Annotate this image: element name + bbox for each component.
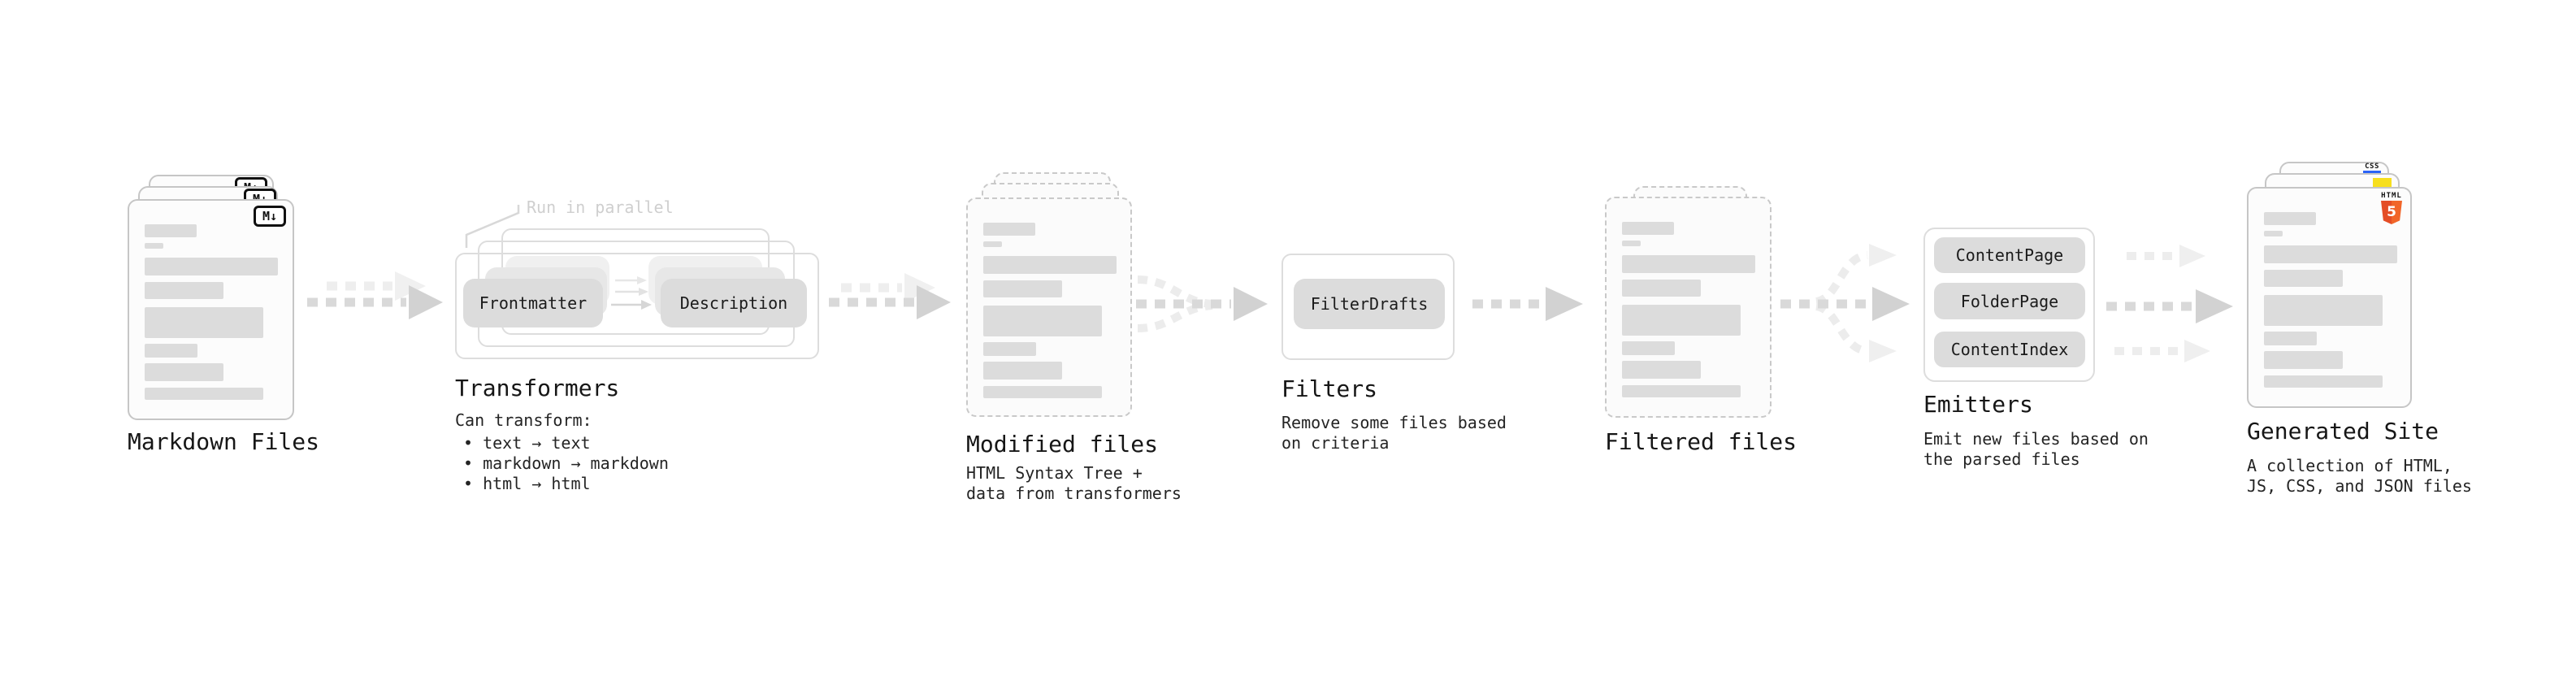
css-icon: CSS [2363, 163, 2381, 174]
text-placeholder-bar [1622, 280, 1701, 297]
text-placeholder-bar [1622, 255, 1755, 273]
text-placeholder-bar [145, 282, 223, 299]
arrow-modified-to-filters-merge [1136, 275, 1268, 332]
run-in-parallel-annotation: Run in parallel [527, 197, 674, 217]
text-placeholder-bar [983, 223, 1035, 236]
stage-title-modified-files: Modified files [966, 431, 1159, 458]
arrow-filters-to-filtered [1472, 287, 1583, 321]
stage-title-filtered-files: Filtered files [1605, 428, 1798, 455]
markdown-file-card: M↓ [128, 199, 294, 420]
transformers-bullet: • markdown → markdown [463, 453, 669, 473]
text-placeholder-bar [983, 362, 1062, 380]
run-in-parallel-callout-line [465, 205, 520, 248]
text-placeholder-bar [983, 241, 1002, 247]
filters-caption-line: on criteria [1281, 433, 1390, 453]
contentindex-pill: ContentIndex [1934, 332, 2085, 367]
text-placeholder-bar [983, 342, 1036, 356]
site-file-card: HTML 5 [2247, 187, 2412, 408]
text-placeholder-bar [145, 344, 197, 358]
modified-caption-line: data from transformers [966, 484, 1182, 503]
html5-shield-number: 5 [2387, 204, 2396, 220]
text-placeholder-bar [145, 388, 263, 400]
site-caption-line: A collection of HTML, [2247, 456, 2452, 475]
stage-title-transformers: Transformers [455, 375, 620, 401]
text-placeholder-bar [2264, 332, 2317, 345]
html5-shield: 5 [2381, 201, 2402, 224]
html5-icon-label: HTML [2381, 192, 2402, 200]
text-placeholder-bar [983, 386, 1102, 398]
site-caption-line: JS, CSS, and JSON files [2247, 476, 2472, 496]
emitters-caption-line: Emit new files based on [1923, 429, 2149, 449]
css-icon-underline [2363, 171, 2381, 174]
modified-file-card [966, 197, 1132, 417]
stage-title-generated-site: Generated Site [2247, 418, 2439, 445]
frontmatter-pill: Frontmatter [463, 279, 603, 327]
text-placeholder-bar [2264, 270, 2343, 287]
stage-title-markdown-files: Markdown Files [128, 428, 320, 455]
text-placeholder-bar [983, 256, 1117, 274]
arrow-filtered-to-emitters-fanout [1780, 244, 1910, 362]
text-placeholder-bar [2264, 231, 2283, 236]
transformers-bullet: • html → html [463, 474, 591, 493]
arrow-markdown-to-transformers [307, 271, 443, 319]
transformer-frame-front [455, 253, 819, 359]
filters-caption-line: Remove some files based [1281, 413, 1507, 432]
text-placeholder-bar [2264, 295, 2383, 326]
arrows-emitters-to-site [2106, 245, 2233, 362]
text-placeholder-bar [2264, 375, 2383, 388]
text-placeholder-bar [2264, 212, 2316, 225]
folderpage-pill: FolderPage [1934, 283, 2085, 319]
javascript-icon [2373, 178, 2392, 189]
text-placeholder-bar [1622, 241, 1641, 246]
description-pill: Description [661, 279, 807, 327]
text-placeholder-bar [983, 306, 1102, 336]
text-placeholder-bar [145, 224, 197, 237]
text-placeholder-bar [145, 243, 163, 249]
contentpage-pill: ContentPage [1934, 237, 2085, 273]
text-placeholder-bar [983, 280, 1062, 297]
text-placeholder-bar [1622, 222, 1674, 235]
markdown-icon: M↓ [254, 206, 286, 227]
stage-title-filters: Filters [1281, 375, 1378, 402]
arrow-transformers-to-modified [829, 273, 951, 319]
text-placeholder-bar [1622, 361, 1701, 379]
text-placeholder-bar [2264, 245, 2397, 263]
transformers-bullet: • text → text [463, 433, 591, 453]
text-placeholder-bar [145, 258, 278, 275]
filtered-file-card [1605, 197, 1772, 418]
filterdrafts-pill: FilterDrafts [1294, 279, 1445, 329]
stage-title-emitters: Emitters [1923, 391, 2033, 418]
css-icon-label: CSS [2365, 163, 2379, 171]
text-placeholder-bar [2264, 351, 2343, 369]
emitters-caption-line: the parsed files [1923, 449, 2080, 469]
arrows-frontmatter-to-description [611, 276, 652, 310]
text-placeholder-bar [145, 307, 263, 338]
text-placeholder-bar [1622, 385, 1741, 397]
transformers-caption: Can transform: [455, 410, 592, 430]
html5-icon: HTML 5 [2381, 193, 2402, 224]
text-placeholder-bar [145, 363, 223, 381]
text-placeholder-bar [1622, 341, 1675, 355]
modified-caption-line: HTML Syntax Tree + [966, 463, 1143, 483]
text-placeholder-bar [1622, 305, 1741, 336]
